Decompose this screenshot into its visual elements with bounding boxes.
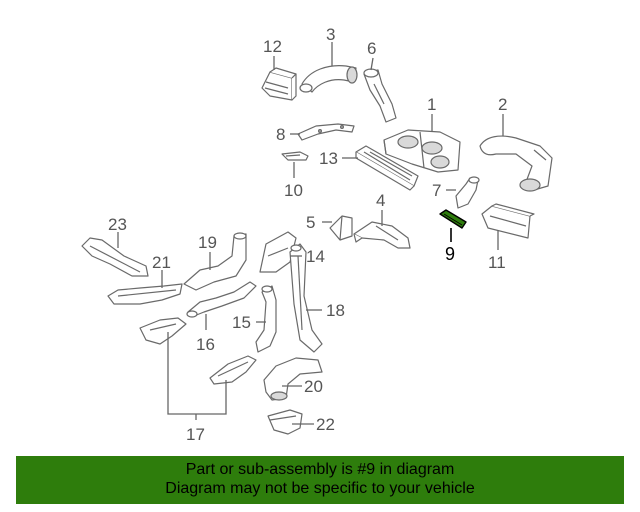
part-13[interactable] bbox=[355, 145, 419, 191]
callout-3[interactable]: 3 bbox=[326, 25, 335, 44]
part-11[interactable] bbox=[481, 203, 535, 239]
part-16[interactable] bbox=[186, 281, 257, 318]
callout-14[interactable]: 14 bbox=[306, 247, 325, 266]
part-19[interactable] bbox=[183, 232, 247, 291]
callout-16[interactable]: 16 bbox=[196, 335, 215, 354]
part-2[interactable] bbox=[479, 135, 553, 192]
parts-diagram: 12 3 6 1 2 8 10 13 7 9 11 4 5 23 21 19 1… bbox=[81, 25, 553, 444]
callout-22[interactable]: 22 bbox=[316, 415, 335, 434]
part-17-left[interactable] bbox=[139, 317, 187, 345]
callout-12[interactable]: 12 bbox=[263, 37, 282, 56]
footer-line-2: Diagram may not be specific to your vehi… bbox=[165, 480, 475, 497]
part-1[interactable] bbox=[383, 129, 461, 173]
callout-2[interactable]: 2 bbox=[498, 95, 507, 114]
part-21[interactable] bbox=[107, 283, 183, 305]
callout-9[interactable]: 9 bbox=[445, 244, 455, 264]
leader-lines bbox=[117, 42, 504, 425]
part-8[interactable] bbox=[297, 123, 355, 141]
part-3[interactable] bbox=[299, 65, 358, 93]
part-5[interactable] bbox=[329, 215, 353, 241]
callout-10[interactable]: 10 bbox=[284, 181, 303, 200]
callout-5[interactable]: 5 bbox=[306, 213, 315, 232]
callout-1[interactable]: 1 bbox=[427, 95, 436, 114]
callout-23[interactable]: 23 bbox=[108, 215, 127, 234]
part-9[interactable] bbox=[439, 209, 467, 229]
callout-13[interactable]: 13 bbox=[319, 149, 338, 168]
callout-18[interactable]: 18 bbox=[326, 301, 345, 320]
part-20[interactable] bbox=[263, 357, 323, 401]
part-23[interactable] bbox=[81, 237, 149, 277]
callout-6[interactable]: 6 bbox=[367, 39, 376, 58]
callout-21[interactable]: 21 bbox=[152, 253, 171, 272]
callout-11[interactable]: 11 bbox=[488, 253, 506, 272]
part-12[interactable] bbox=[261, 67, 297, 101]
part-10[interactable] bbox=[281, 151, 309, 161]
footer-banner: Part or sub-assembly is #9 in diagram Di… bbox=[16, 456, 624, 504]
callout-4[interactable]: 4 bbox=[376, 191, 385, 210]
callout-8[interactable]: 8 bbox=[276, 125, 285, 144]
part-15[interactable] bbox=[255, 285, 277, 353]
part-7[interactable] bbox=[455, 176, 480, 209]
callout-17[interactable]: 17 bbox=[186, 425, 205, 444]
footer-line-1: Part or sub-assembly is #9 in diagram bbox=[185, 461, 455, 478]
part-22[interactable] bbox=[267, 409, 303, 435]
part-4[interactable] bbox=[353, 221, 411, 249]
part-17-right[interactable] bbox=[209, 355, 257, 385]
part-18[interactable] bbox=[289, 243, 323, 353]
callout-labels: 12 3 6 1 2 8 10 13 7 9 11 4 5 23 21 19 1… bbox=[108, 25, 507, 444]
part-6[interactable] bbox=[363, 68, 397, 123]
callout-7[interactable]: 7 bbox=[432, 181, 441, 200]
part-14[interactable] bbox=[259, 231, 297, 273]
callout-20[interactable]: 20 bbox=[304, 377, 323, 396]
callout-19[interactable]: 19 bbox=[198, 233, 217, 252]
callout-15[interactable]: 15 bbox=[232, 313, 251, 332]
